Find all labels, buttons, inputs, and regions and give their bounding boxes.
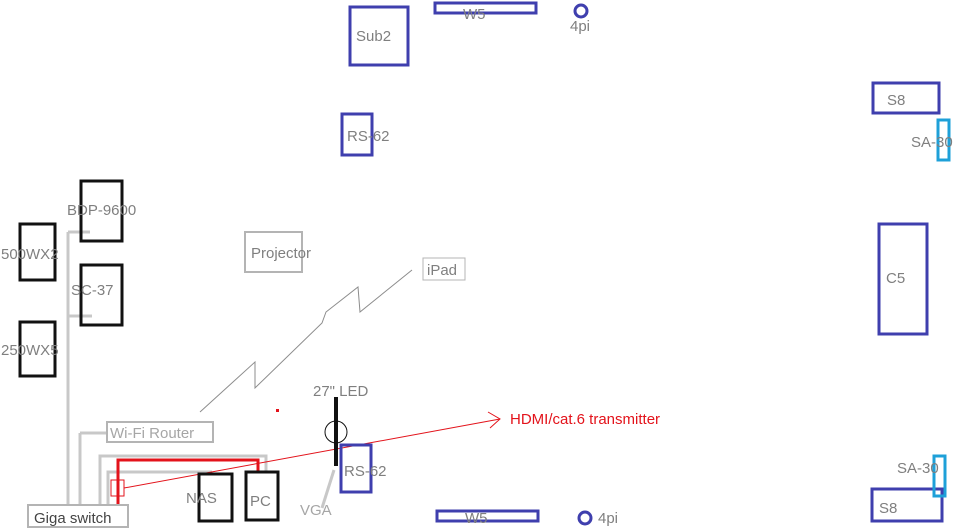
switch-box <box>27 504 129 528</box>
ipad-box <box>422 257 466 281</box>
vga-label: VGA <box>300 502 332 519</box>
nas-box <box>197 472 234 523</box>
sub2-speaker <box>348 5 410 67</box>
pc-label: PC <box>250 493 271 510</box>
router-label: Wi-Fi Router <box>110 425 194 442</box>
surround-speakers <box>932 118 951 498</box>
projector-label: Projector <box>251 245 311 262</box>
sa30-bottom-speaker <box>932 454 947 498</box>
c5-label: C5 <box>886 270 905 287</box>
speakers <box>339 1 944 526</box>
labels: Sub2 W5 4pi RS-62 RS-62 W5 4pi S8 SA-30 … <box>1 6 953 527</box>
rs62-top-speaker <box>340 112 374 157</box>
bdp-label: BDP-9600 <box>67 202 136 219</box>
rs62-bottom-speaker <box>339 443 373 494</box>
switch-label: Giga switch <box>34 510 112 527</box>
hdmi-cable <box>110 409 501 508</box>
network-wiring <box>66 230 336 509</box>
amp-500wx2 <box>18 222 57 282</box>
sa30-top-speaker <box>936 118 951 162</box>
pc-box <box>244 470 280 522</box>
bdp-player <box>79 179 124 243</box>
amp-250wx5 <box>18 320 57 378</box>
amp-500-label: 500WX2 <box>1 246 59 263</box>
fourpi-top-label: 4pi <box>570 18 590 35</box>
s8-bottom-speaker <box>870 487 944 523</box>
lan-loop-inner <box>106 470 212 508</box>
c5-speaker <box>877 222 929 336</box>
rs62-top-label: RS-62 <box>347 128 390 145</box>
network-gear <box>27 231 303 528</box>
w5-top-label: W5 <box>463 6 486 23</box>
wifi-signal-zigzag <box>199 269 413 413</box>
led-label: 27" LED <box>313 383 369 400</box>
amp-250-label: 250WX5 <box>1 342 59 359</box>
w5-bottom-label: W5 <box>465 510 488 527</box>
rs62-bottom-label: RS-62 <box>344 463 387 480</box>
sc37-receiver <box>79 263 124 327</box>
fourpi-top-speaker <box>573 3 589 19</box>
sa30-bottom-label: SA-30 <box>897 460 939 477</box>
equipment <box>18 179 348 523</box>
sc37-label: SC-37 <box>71 282 114 299</box>
sa30-top-label: SA-30 <box>911 134 953 151</box>
fourpi-bottom-label: 4pi <box>598 510 618 527</box>
w5-bottom-speaker <box>435 509 540 523</box>
led-monitor-stand <box>324 420 348 444</box>
nas-label: NAS <box>186 490 217 507</box>
w5-top-speaker <box>433 1 538 15</box>
s8-bottom-label: S8 <box>879 500 897 517</box>
lan-loop-outer <box>98 454 268 508</box>
ipad-label: iPad <box>427 262 457 279</box>
s8-top-speaker <box>871 81 941 115</box>
vga-wire <box>320 469 336 509</box>
projector-box <box>244 231 303 273</box>
s8-top-label: S8 <box>887 92 905 109</box>
sub2-label: Sub2 <box>356 28 391 45</box>
hdmi-label: HDMI/cat.6 transmitter <box>510 411 660 428</box>
router-box <box>106 421 214 443</box>
fourpi-bottom-speaker <box>577 510 593 526</box>
